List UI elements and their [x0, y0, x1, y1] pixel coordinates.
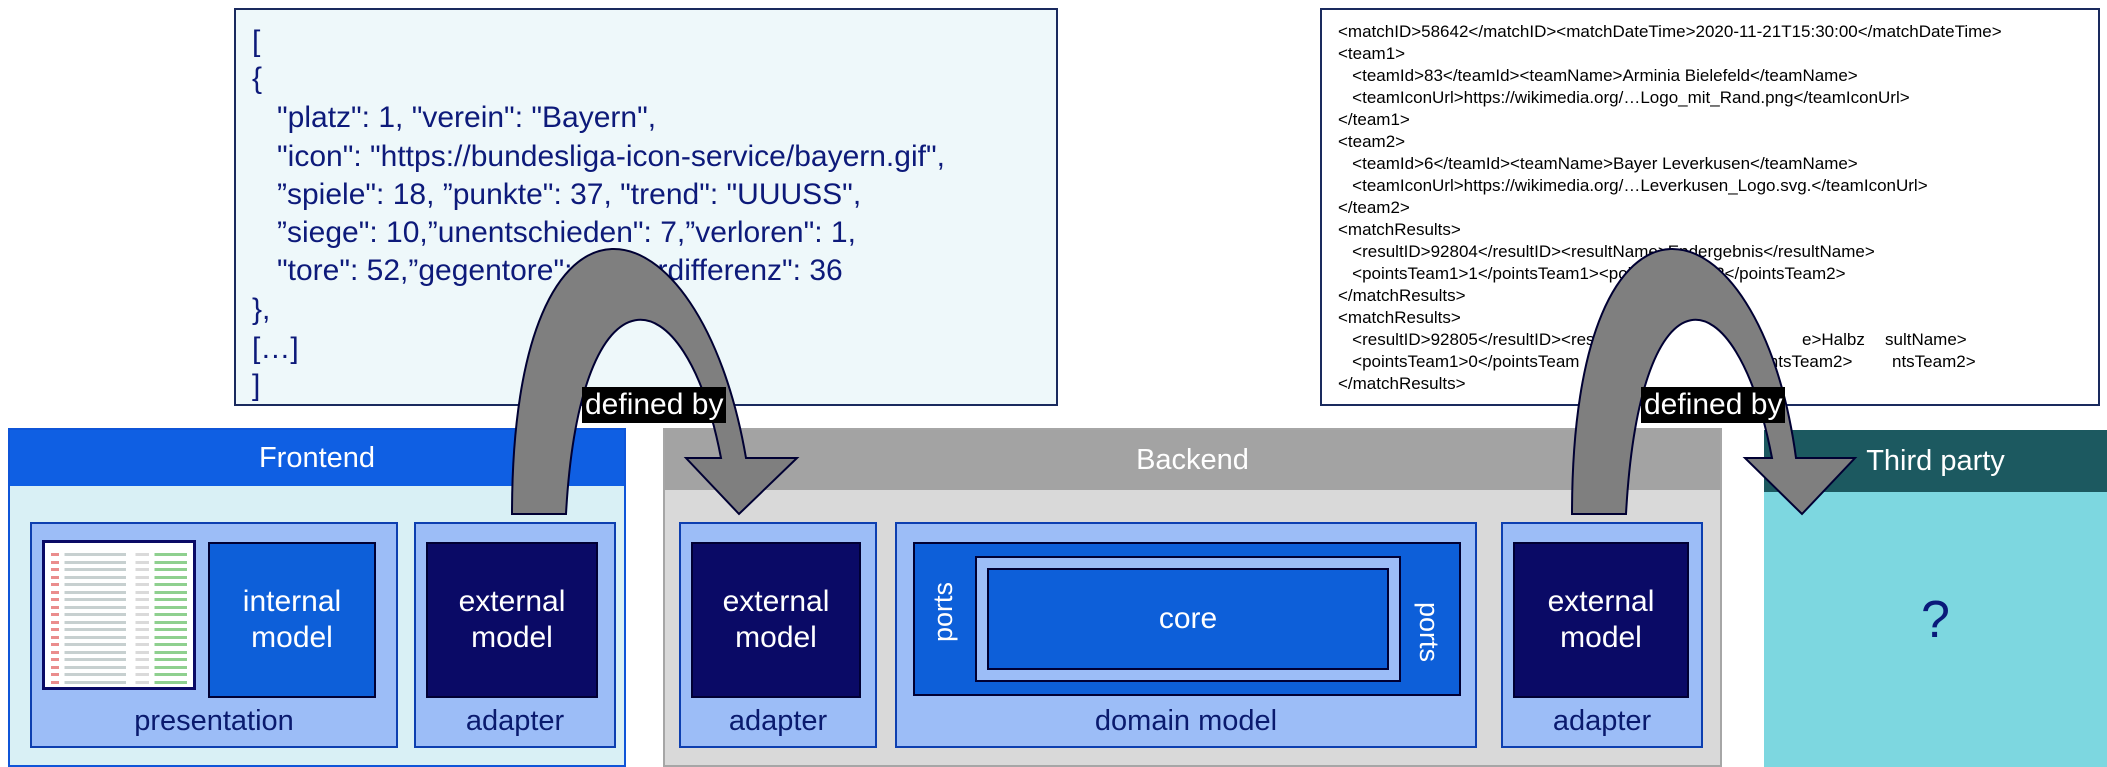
- xml-fragment: intsTeam2>: [1765, 352, 1853, 371]
- frontend-external-model-box: external model: [426, 542, 598, 698]
- backend-title: Backend: [665, 430, 1720, 490]
- defined-by-label-left: defined by: [582, 387, 727, 423]
- thumbnail-row: [51, 643, 187, 646]
- table-thumbnail-image: [42, 540, 196, 690]
- defined-by-arrow-right: [1570, 248, 1858, 516]
- json-line: […]: [252, 332, 299, 365]
- json-line: ]: [252, 369, 261, 402]
- xml-fragment: ntsTeam2>: [1892, 352, 1976, 371]
- xml-line: </team2>: [1338, 198, 1410, 217]
- thumbnail-row: [51, 628, 187, 631]
- thumbnail-row: [51, 590, 187, 594]
- xml-line: <matchResults>: [1338, 220, 1461, 239]
- xml-line: <teamIconUrl>https://wikimedia.org/…Leve…: [1338, 176, 1928, 195]
- thumbnail-row: [51, 605, 187, 609]
- thumbnail-row: [51, 560, 187, 564]
- xml-line: <matchID>58642</matchID><matchDateTime>2…: [1338, 22, 2002, 41]
- xml-line: <team2>: [1338, 132, 1406, 151]
- json-line: {: [252, 62, 263, 95]
- thumbnail-row: [51, 553, 187, 556]
- xml-fragment: sultName>: [1885, 330, 1967, 349]
- xml-fragment: e>Halbz: [1802, 330, 1865, 349]
- json-snippet-box: [ { "platz": 1, "verein": "Bayern", "ico…: [234, 8, 1058, 406]
- core-box: core: [987, 568, 1389, 670]
- xml-line: <teamId>6</teamId><teamName>Bayer Leverk…: [1338, 154, 1858, 173]
- frontend-adapter-label: adapter: [465, 705, 565, 737]
- domain-model-label: domain model: [1094, 705, 1278, 737]
- backend-section: Backend adapter external model domain mo…: [663, 428, 1722, 767]
- xml-line: </matchResults>: [1338, 374, 1466, 393]
- backend-left-external-model-box: external model: [691, 542, 861, 698]
- xml-line: <resultID>92805</resultID><res: [1338, 330, 1595, 349]
- xml-line: <resultID>92804</resultID><resultName>En…: [1338, 242, 1875, 261]
- thumbnail-row: [51, 583, 187, 586]
- defined-by-label-right: defined by: [1641, 387, 1786, 423]
- thumbnail-row: [51, 665, 187, 669]
- thumbnail-row: [51, 575, 187, 579]
- thumbnail-row: [51, 635, 187, 639]
- thumbnail-row: [51, 568, 187, 571]
- defined-by-arrow-left: [510, 248, 800, 516]
- thumbnail-row: [51, 598, 187, 601]
- presentation-label: presentation: [134, 705, 294, 737]
- json-line: "icon": "https://bundesliga-icon-service…: [252, 140, 945, 173]
- xml-snippet-box: <matchID>58642</matchID><matchDateTime>2…: [1320, 8, 2100, 406]
- thumbnail-row: [51, 620, 187, 624]
- thumbnail-row: [51, 613, 187, 616]
- json-line: ”spiele": 18, ”punkte": 37, "trend": "UU…: [252, 178, 862, 211]
- xml-line: <matchResults>: [1338, 308, 1461, 327]
- xml-line: <pointsTeam1>0</pointsTeam: [1338, 352, 1580, 371]
- json-line: ”siege": 10,”unentschieden": 7,”verloren…: [252, 216, 856, 249]
- xml-line: </matchResults>: [1338, 286, 1466, 305]
- thumbnail-row: [51, 680, 187, 684]
- backend-left-adapter-label: adapter: [728, 705, 828, 737]
- xml-line: <teamId>83</teamId><teamName>Arminia Bie…: [1338, 66, 1858, 85]
- third-party-unknown: ?: [1921, 591, 1950, 649]
- json-line: [: [252, 25, 261, 58]
- json-line: "platz": 1, "verein": "Bayern",: [252, 101, 657, 134]
- xml-line: </team1>: [1338, 110, 1410, 129]
- backend-right-external-model-box: external model: [1513, 542, 1689, 698]
- json-line: },: [252, 293, 271, 326]
- thumbnail-row: [51, 673, 187, 676]
- internal-model-box: internal model: [208, 542, 376, 698]
- backend-right-adapter-label: adapter: [1552, 705, 1652, 737]
- xml-line: <teamIconUrl>https://wikimedia.org/…Logo…: [1338, 88, 1910, 107]
- xml-line: <team1>: [1338, 44, 1406, 63]
- thumbnail-row: [51, 650, 187, 654]
- thumbnail-row: [51, 658, 187, 661]
